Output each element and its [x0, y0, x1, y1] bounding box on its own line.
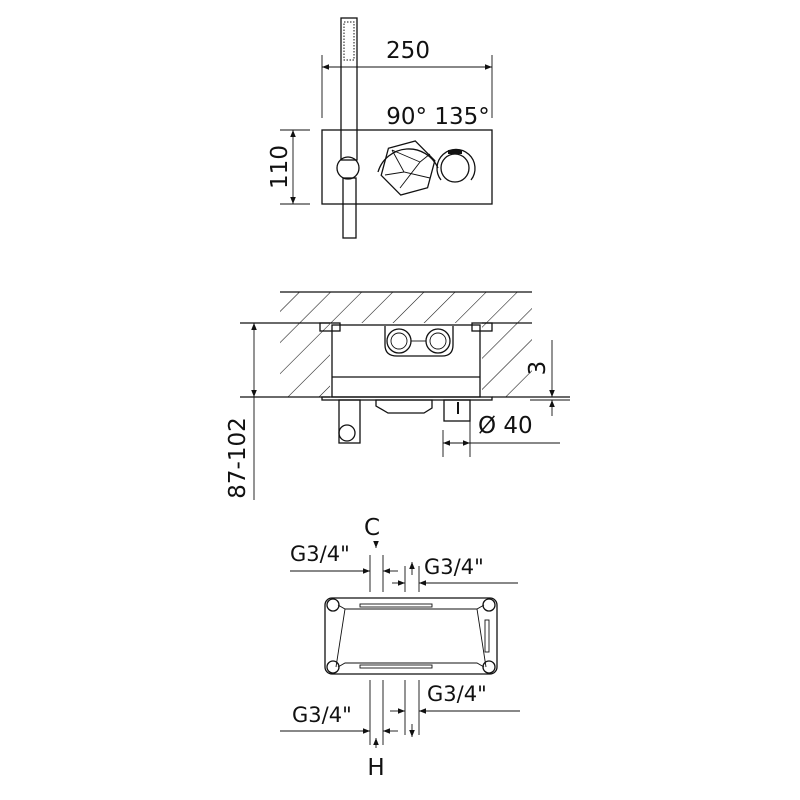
mixer-body [331, 324, 481, 398]
thread-top-right: G3/4" [424, 555, 484, 579]
width-dimension: 250 [386, 38, 430, 64]
thread-top-left: G3/4" [290, 542, 350, 566]
mounting-tab [319, 322, 341, 332]
hot-label: H [367, 755, 384, 781]
diverter-knob-icon [377, 140, 439, 196]
wall-section [280, 292, 532, 397]
cold-label: C [364, 515, 380, 541]
height-dimension: 110 [267, 145, 293, 189]
hand-shower-holder-icon [338, 399, 361, 444]
hand-shower-icon [336, 17, 360, 239]
mounting-box-top-view [324, 597, 498, 675]
connection-ports-icon [384, 326, 454, 357]
connection-view: C G3/4" G3/4" G3/4" G3/4" H [280, 515, 520, 781]
cover-plate [321, 129, 493, 205]
thread-bottom-left: G3/4" [292, 703, 352, 727]
depth-dimension: 87-102 [225, 417, 251, 498]
rotation-angles: 90° 135° [386, 104, 489, 130]
side-view: 87-102 3 Ø 40 [225, 291, 570, 500]
plate-thickness-dimension: 3 [525, 361, 551, 376]
diameter-dimension: Ø 40 [478, 413, 533, 439]
diverter-knob-side-icon [375, 399, 433, 414]
thread-bottom-right: G3/4" [427, 682, 487, 706]
thermostat-knob-icon [436, 148, 476, 183]
mounting-tab [471, 322, 493, 332]
thermostat-knob-side-icon [443, 399, 471, 422]
front-view: 250 90° 135° 110 [267, 17, 493, 239]
